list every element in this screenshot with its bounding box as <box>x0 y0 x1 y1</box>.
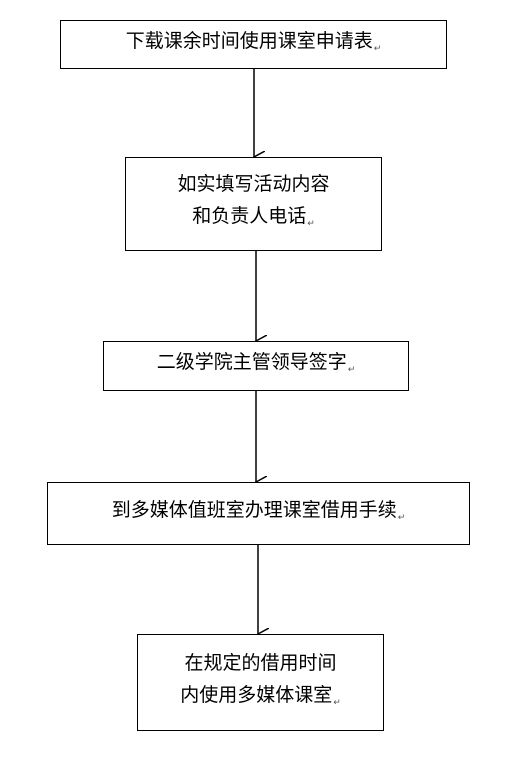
step-4-text: 到多媒体值班室办理课室借用手续 <box>111 498 397 521</box>
step-5-line-1: 在规定的借用时间 <box>184 651 337 674</box>
step-1-box: 下载课余时间使用课室申请表↵ <box>60 20 447 69</box>
step-1-text: 下载课余时间使用课室申请表 <box>125 29 373 52</box>
step-3-text: 二级学院主管领导签字 <box>156 351 347 373</box>
paragraph-mark: ↵ <box>307 219 315 229</box>
paragraph-mark: ↵ <box>347 365 356 375</box>
step-2-line-1: 如实填写活动内容 <box>177 173 330 195</box>
step-2-line-2: 和负责人电话 <box>192 205 307 227</box>
step-4-box: 到多媒体值班室办理课室借用手续↵ <box>47 482 470 545</box>
step-2-box: 如实填写活动内容 和负责人电话↵ <box>125 157 382 251</box>
paragraph-mark: ↵ <box>333 697 341 708</box>
paragraph-mark: ↵ <box>373 43 382 54</box>
step-3-box: 二级学院主管领导签字↵ <box>103 341 409 391</box>
paragraph-mark: ↵ <box>397 512 406 523</box>
step-5-line-2: 内使用多媒体课室 <box>180 683 333 706</box>
step-5-box: 在规定的借用时间 内使用多媒体课室↵ <box>137 634 384 731</box>
